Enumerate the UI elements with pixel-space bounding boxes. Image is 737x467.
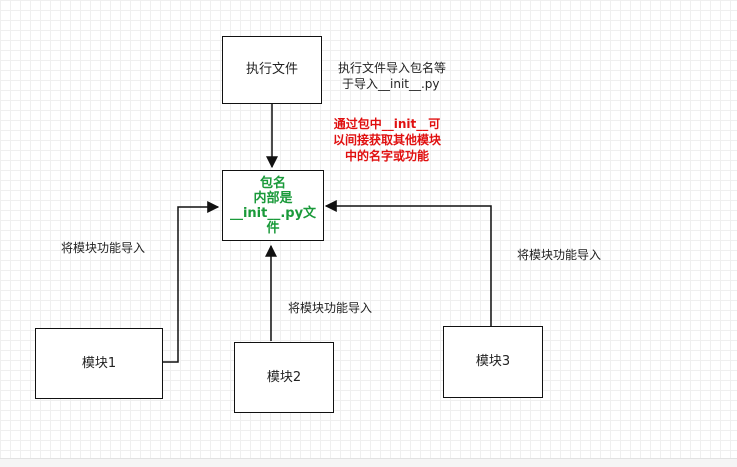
label-exec-import-line-2: 于导入__init__.py	[342, 77, 440, 91]
label-exec-import: 执行文件导入包名等 于导入__init__.py	[338, 60, 446, 92]
edge-module3-to-package	[324, 200, 492, 326]
package-line-3: __init__.py文	[229, 205, 317, 221]
bottom-scroll-strip	[0, 458, 737, 467]
node-exec-file-label: 执行文件	[245, 62, 298, 77]
label-import-middle: 将模块功能导入	[288, 301, 373, 315]
label-import-right: 将模块功能导入	[517, 248, 602, 262]
label-exec-import-line-1: 执行文件导入包名等	[338, 61, 447, 75]
node-module3-label: 模块3	[475, 354, 511, 369]
node-module2[interactable]: 模块2	[234, 342, 334, 413]
node-module1[interactable]: 模块1	[35, 328, 163, 399]
node-module3[interactable]: 模块3	[443, 326, 543, 398]
label-import-left: 将模块功能导入	[61, 241, 146, 255]
node-exec-file[interactable]: 执行文件	[222, 36, 322, 104]
edge-module1-to-package	[163, 201, 220, 363]
package-line-1: 包名	[259, 175, 286, 191]
label-via-init-note: 通过包中__init__可 以间接获取其他模块 中的名字或功能	[333, 116, 441, 164]
note-line-3: 中的名字或功能	[345, 149, 430, 163]
package-line-4: 件	[266, 220, 280, 236]
note-line-1: 通过包中__init__可	[333, 117, 441, 131]
node-package[interactable]: 包名 内部是 __init__.py文 件	[222, 170, 324, 241]
note-line-2: 以间接获取其他模块	[333, 133, 442, 147]
package-line-2: 内部是	[253, 190, 293, 206]
node-module2-label: 模块2	[266, 369, 302, 385]
node-module1-label: 模块1	[81, 355, 117, 371]
